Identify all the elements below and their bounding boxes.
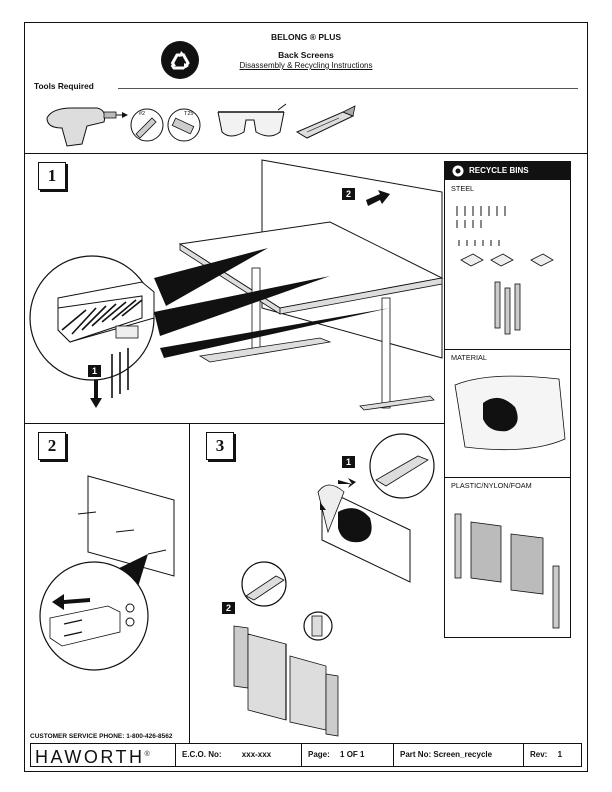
rev-value: 1	[557, 750, 563, 759]
step-1-desk-illustration	[29, 159, 444, 411]
bit1-label: #2	[139, 111, 146, 117]
step-3-tag-2: 2	[222, 602, 235, 614]
tools-required-label: Tools Required	[34, 81, 94, 91]
brand-name: HAWORTH	[35, 747, 145, 767]
torx-bit-icon	[167, 108, 201, 142]
step-2-number: 2	[38, 432, 66, 460]
material-label: MATERIAL	[451, 353, 487, 362]
utility-knife-icon	[295, 105, 356, 139]
brand-logo: HAWORTH®	[35, 745, 150, 767]
plastic-label: PLASTIC/NYLON/FOAM	[451, 481, 532, 490]
recycle-bins-title: RECYCLE BINS	[469, 166, 529, 175]
steel-label: STEEL	[451, 184, 475, 193]
step-2-3-divider	[189, 423, 190, 743]
page-subtitle: Disassembly & Recycling Instructions	[239, 61, 373, 70]
page-value: 1 OF 1	[340, 750, 365, 759]
recycle-icon	[452, 165, 464, 177]
recycle-bins-panel: RECYCLE BINS STEEL MATERIAL PLASTIC/NYLO…	[444, 161, 571, 638]
step-divider	[25, 423, 445, 424]
page-field: Page: 1 OF 1	[301, 744, 393, 766]
step-3-number: 3	[206, 432, 234, 460]
material-divider	[445, 477, 570, 478]
step-3-knife-illustration	[317, 433, 435, 583]
page-title: Back Screens	[278, 50, 334, 60]
step-2-bracket-illustration	[39, 475, 175, 671]
eco-field: E.C.O. No: xxx-xxx	[175, 744, 301, 766]
bit2-label: T25	[184, 111, 194, 117]
rev-label: Rev:	[530, 750, 548, 759]
eco-value: xxx-xxx	[241, 750, 272, 759]
rev-field: Rev: 1	[523, 744, 581, 766]
eco-label: E.C.O. No:	[182, 750, 222, 759]
step-3-tag-1: 1	[342, 456, 355, 468]
tools-section-border	[25, 153, 587, 154]
page-frame	[24, 22, 588, 772]
title-block: HAWORTH® E.C.O. No: xxx-xxx Page: 1 OF 1…	[30, 743, 582, 767]
plastic-parts-illustration	[454, 513, 560, 629]
steel-parts-illustration	[456, 206, 554, 335]
brand-registered-mark: ®	[144, 751, 150, 758]
step-1-tag-2: 2	[342, 188, 355, 200]
drill-icon	[46, 107, 128, 147]
step-3-screen-removal-illustration	[233, 561, 339, 737]
fabric-material-illustration	[454, 375, 566, 451]
screwdriver-bit-icon	[130, 108, 164, 142]
steel-divider	[445, 349, 570, 350]
tools-divider	[118, 88, 578, 89]
step-1-tag-1: 1	[88, 365, 101, 377]
step-1-number: 1	[38, 162, 66, 190]
part-label: Part No:	[400, 750, 432, 759]
customer-service-phone: CUSTOMER SERVICE PHONE: 1-800-426-8562	[30, 733, 173, 740]
recycle-logo-icon	[161, 41, 199, 79]
page-label: Page:	[308, 750, 330, 759]
safety-glasses-icon	[217, 103, 287, 137]
part-field: Part No: Screen_recycle	[393, 744, 523, 766]
part-value: Screen_recycle	[433, 750, 493, 759]
product-name: BELONG ® PLUS	[270, 32, 342, 42]
recycle-bins-header: RECYCLE BINS	[445, 162, 570, 180]
